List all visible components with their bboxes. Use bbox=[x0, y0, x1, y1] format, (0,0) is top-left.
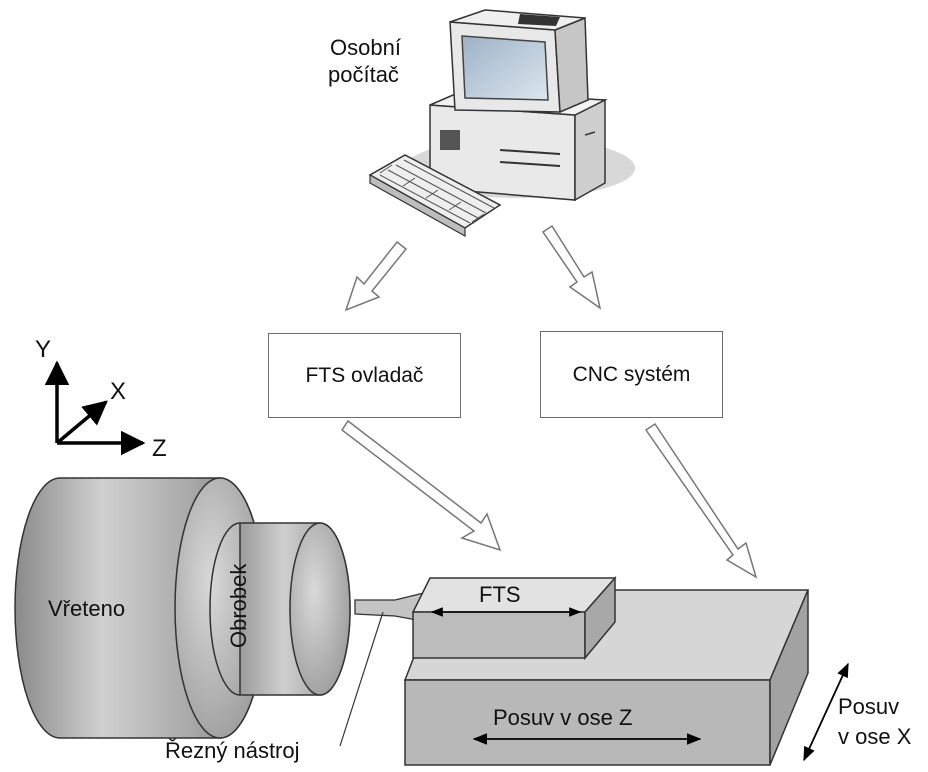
computer-label-line1: Osobní bbox=[330, 35, 401, 60]
pc-to-fts-arrow bbox=[344, 240, 408, 312]
x-axis-label: X bbox=[110, 378, 127, 405]
cutting-tool-label: Řezný nástroj bbox=[165, 738, 300, 763]
coordinate-axes bbox=[44, 360, 146, 456]
computer-label-line2: počítač bbox=[328, 62, 399, 87]
x-axis-arrow bbox=[55, 400, 108, 445]
cutting-tool-leader-line bbox=[339, 611, 384, 747]
spindle-label: Vřeteno bbox=[48, 596, 126, 621]
fts-to-tool-arrow bbox=[340, 419, 502, 552]
workpiece-cylinder bbox=[209, 522, 351, 696]
x-feed-label-line2: v ose X bbox=[838, 724, 912, 749]
personal-computer-icon bbox=[368, 9, 635, 238]
z-axis-label: Z bbox=[152, 435, 167, 462]
y-axis-label: Y bbox=[35, 336, 52, 363]
fts-block bbox=[411, 576, 617, 661]
cnc-system-box: CNC systém bbox=[540, 331, 723, 418]
x-feed-label-line1: Posuv bbox=[838, 694, 900, 719]
z-feed-label: Posuv v ose Z bbox=[493, 705, 633, 730]
fts-controller-box: FTS ovladač bbox=[268, 333, 461, 418]
x-feed-arrow bbox=[803, 662, 849, 762]
cnc-to-slide-arrow bbox=[644, 422, 758, 579]
fts-label: FTS bbox=[479, 582, 521, 607]
workpiece-label: Obrobek bbox=[226, 563, 251, 648]
pc-to-cnc-arrow bbox=[541, 224, 602, 310]
